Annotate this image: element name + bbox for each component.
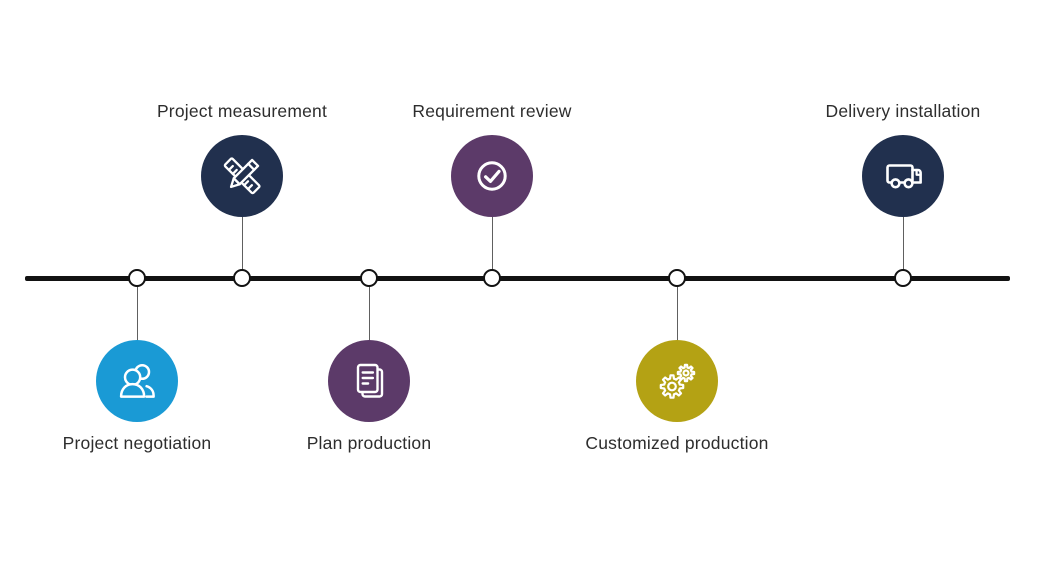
step-icon-circle <box>636 340 718 422</box>
step-icon-circle <box>201 135 283 217</box>
connector-line <box>368 286 370 342</box>
connector-line <box>491 215 493 270</box>
connector-line <box>902 215 904 270</box>
timeline-node <box>667 268 686 287</box>
step-label: Project negotiation <box>62 433 212 453</box>
step-label: Delivery installation <box>825 101 981 121</box>
step-icon-circle <box>451 135 533 217</box>
step-icon-circle <box>96 340 178 422</box>
timeline-node <box>893 268 912 287</box>
timeline-node <box>482 268 501 287</box>
connector-line <box>241 215 243 270</box>
check-circle-icon <box>477 161 507 191</box>
users-icon <box>119 363 155 398</box>
truck-icon <box>886 164 922 189</box>
step-label: Customized production <box>585 433 769 453</box>
step-icon-circle <box>862 135 944 217</box>
connector-line <box>676 286 678 342</box>
ruler-pencil-icon <box>223 157 261 195</box>
timeline-node <box>232 268 251 287</box>
step-label: Project measurement <box>156 101 328 121</box>
document-icon <box>356 363 384 398</box>
step-label: Plan production <box>306 433 432 453</box>
timeline-line <box>25 275 1010 281</box>
timeline-node <box>359 268 378 287</box>
timeline-node <box>127 268 146 287</box>
step-icon-circle <box>328 340 410 422</box>
gears-icon <box>659 363 696 399</box>
step-label: Requirement review <box>412 101 572 121</box>
connector-line <box>136 286 138 342</box>
